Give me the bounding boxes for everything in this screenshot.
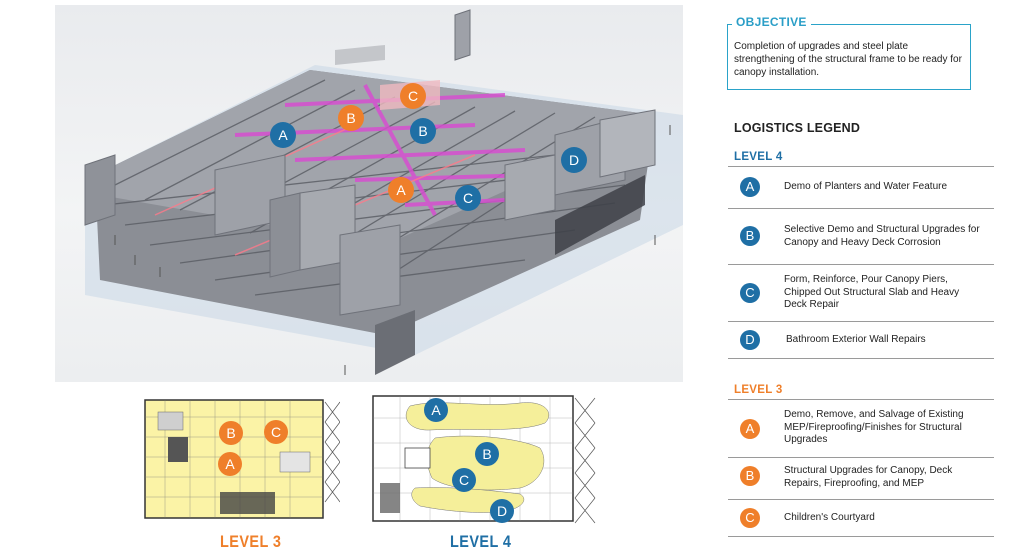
divider bbox=[728, 264, 994, 265]
level4-plan-drawing bbox=[370, 388, 600, 528]
divider bbox=[728, 499, 994, 500]
legend-item-text: Structural Upgrades for Canopy, Deck Rep… bbox=[784, 465, 953, 489]
model-marker-level3-c: C bbox=[400, 83, 426, 109]
level3-floor-plan: B C A bbox=[140, 392, 340, 527]
legend-item-level3-a: A Demo, Remove, and Salvage of Existing … bbox=[728, 399, 994, 457]
model-marker-level3-b: B bbox=[338, 105, 364, 131]
legend-item-level4-b: B Selective Demo and Structural Upgrades… bbox=[728, 208, 994, 264]
legend-item-text: Children's Courtyard bbox=[784, 512, 875, 523]
legend-item-level3-c: C Children's Courtyard bbox=[728, 499, 994, 536]
level3-plan-label: LEVEL 3 bbox=[220, 532, 282, 551]
level4-marker-d-icon: D bbox=[740, 330, 760, 350]
divider bbox=[728, 166, 994, 167]
level4-marker-c-icon: C bbox=[740, 283, 760, 303]
level4-heading: LEVEL 4 bbox=[734, 151, 783, 163]
legend-item-level4-a: A Demo of Planters and Water Feature bbox=[728, 166, 994, 208]
legend-title: LOGISTICS LEGEND bbox=[734, 121, 861, 135]
level4-plan-label: LEVEL 4 bbox=[450, 532, 512, 551]
level4-marker-b-icon: B bbox=[740, 226, 760, 246]
level4-marker-a-icon: A bbox=[740, 177, 760, 197]
objective-box: OBJECTIVE Completion of upgrades and ste… bbox=[727, 15, 971, 90]
objective-text: Completion of upgrades and steel plate s… bbox=[734, 41, 962, 78]
legend-item-text: Selective Demo and Structural Upgrades f… bbox=[784, 224, 980, 248]
level4-floor-plan: A B C D bbox=[370, 388, 600, 528]
model-marker-level4-b: B bbox=[410, 118, 436, 144]
legend-item-level4-c: C Form, Reinforce, Pour Canopy Piers, Ch… bbox=[728, 264, 994, 321]
level3-plan-marker-b: B bbox=[219, 421, 243, 445]
divider bbox=[728, 321, 994, 322]
legend-item-text: Demo of Planters and Water Feature bbox=[784, 181, 948, 192]
level3-marker-a-icon: A bbox=[740, 419, 760, 439]
legend-item-text: Demo, Remove, and Salvage of Existing ME… bbox=[784, 409, 964, 445]
level4-plan-marker-b: B bbox=[475, 442, 499, 466]
divider bbox=[728, 208, 994, 209]
legend-item-level4-d: D Bathroom Exterior Wall Repairs bbox=[728, 321, 994, 358]
legend-item-text: Form, Reinforce, Pour Canopy Piers, Chip… bbox=[784, 274, 960, 310]
level4-plan-marker-c: C bbox=[452, 468, 476, 492]
level4-plan-marker-a: A bbox=[424, 398, 448, 422]
level3-marker-c-icon: C bbox=[740, 508, 760, 528]
legend-item-level3-b: B Structural Upgrades for Canopy, Deck R… bbox=[728, 457, 994, 499]
divider bbox=[728, 358, 994, 359]
model-marker-level4-a: A bbox=[270, 122, 296, 148]
model-marker-level4-c: C bbox=[455, 185, 481, 211]
divider bbox=[728, 399, 994, 400]
level3-plan-marker-a: A bbox=[218, 452, 242, 476]
level3-heading: LEVEL 3 bbox=[734, 384, 783, 396]
legend-item-text: Bathroom Exterior Wall Repairs bbox=[786, 334, 926, 345]
level3-plan-marker-c: C bbox=[264, 420, 288, 444]
3d-model-view: A B C D A B C bbox=[55, 5, 683, 382]
objective-heading: OBJECTIVE bbox=[732, 15, 811, 29]
divider bbox=[728, 536, 994, 537]
model-marker-level4-d: D bbox=[561, 147, 587, 173]
level4-plan-marker-d: D bbox=[490, 499, 514, 523]
model-marker-level3-a: A bbox=[388, 177, 414, 203]
level3-marker-b-icon: B bbox=[740, 466, 760, 486]
divider bbox=[728, 457, 994, 458]
building-model-illustration bbox=[84, 9, 683, 375]
